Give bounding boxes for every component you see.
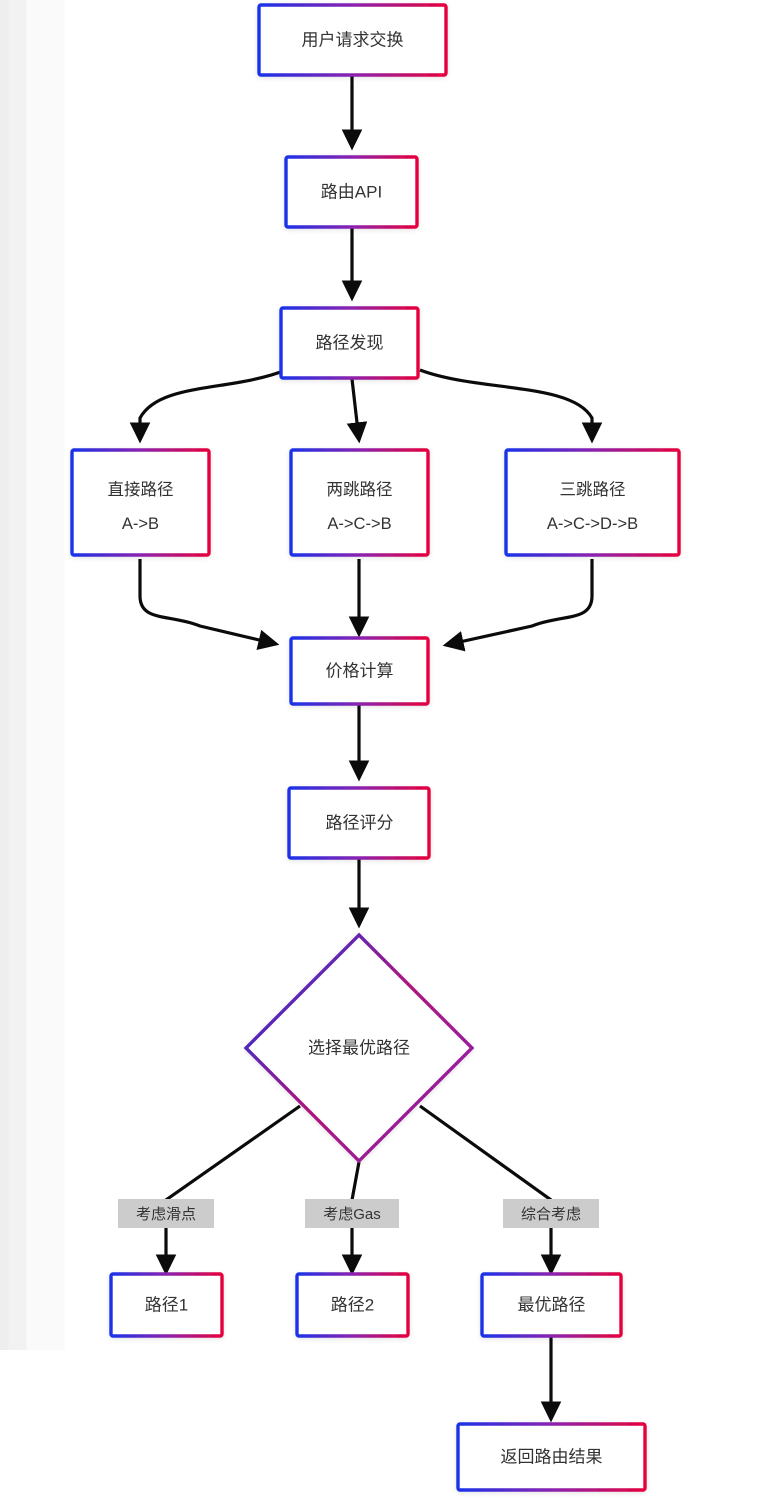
node-routing-api[interactable]: 路由API <box>284 155 419 229</box>
node-label: 用户请求交换 <box>302 30 404 49</box>
edge-label-text: 考虑滑点 <box>136 1206 196 1223</box>
node-label: 选择最优路径 <box>308 1038 410 1057</box>
node-direct-path[interactable]: 直接路径 A->B <box>70 448 211 557</box>
edge-n9-n10 <box>155 1104 301 1276</box>
edge-label-text: 考虑Gas <box>323 1206 381 1223</box>
node-label-line1: 三跳路径 <box>560 480 626 499</box>
edge-n9-n12 <box>419 1104 562 1276</box>
node-path-scoring[interactable]: 路径评分 <box>287 786 431 860</box>
node-two-hop-path[interactable]: 两跳路径 A->C->B <box>289 448 430 557</box>
node-label: 路径1 <box>145 1295 188 1314</box>
nodes-layer: 用户请求交换 路由API 路径发现 直接路径 A->B 两跳路径 <box>70 3 681 1492</box>
node-optimal-path[interactable]: 最优路径 <box>480 1272 623 1338</box>
node-label: 价格计算 <box>326 661 394 680</box>
node-path-1[interactable]: 路径1 <box>109 1272 224 1338</box>
node-label: 路由API <box>321 182 382 201</box>
edge-labels-layer: 考虑滑点 考虑Gas 综合考虑 <box>118 1199 599 1228</box>
node-label: 路径发现 <box>316 333 384 352</box>
node-label-line1: 两跳路径 <box>327 480 393 499</box>
node-label: 路径评分 <box>326 813 394 832</box>
edge-label-consider-slippage: 考虑滑点 <box>118 1199 214 1228</box>
edge-label-comprehensive: 综合考虑 <box>503 1199 599 1228</box>
node-price-calculation[interactable]: 价格计算 <box>289 636 430 706</box>
edge-n3-n6 <box>419 368 603 444</box>
node-label-line2: A->B <box>122 515 159 533</box>
node-label-line2: A->C->B <box>327 515 391 533</box>
edge-n3-n5 <box>346 378 368 444</box>
edge-n6-n7 <box>442 559 594 652</box>
edge-n4-n7 <box>138 559 280 651</box>
node-label: 最优路径 <box>518 1295 586 1314</box>
edge-label-consider-gas: 考虑Gas <box>305 1199 399 1228</box>
edge-n3-n4 <box>129 368 287 444</box>
node-label: 返回路由结果 <box>501 1447 603 1466</box>
node-label: 路径2 <box>331 1295 374 1314</box>
node-three-hop-path[interactable]: 三跳路径 A->C->D->B <box>504 448 681 557</box>
node-user-request-swap[interactable]: 用户请求交换 <box>257 3 448 77</box>
node-return-routing-result[interactable]: 返回路由结果 <box>456 1422 647 1492</box>
node-label-line2: A->C->D->B <box>547 515 638 533</box>
node-path-discovery[interactable]: 路径发现 <box>279 306 420 380</box>
edge-label-text: 综合考虑 <box>521 1206 581 1223</box>
node-path-2[interactable]: 路径2 <box>295 1272 410 1338</box>
node-label-line1: 直接路径 <box>108 480 174 499</box>
node-select-optimal-path[interactable]: 选择最优路径 <box>243 932 475 1164</box>
